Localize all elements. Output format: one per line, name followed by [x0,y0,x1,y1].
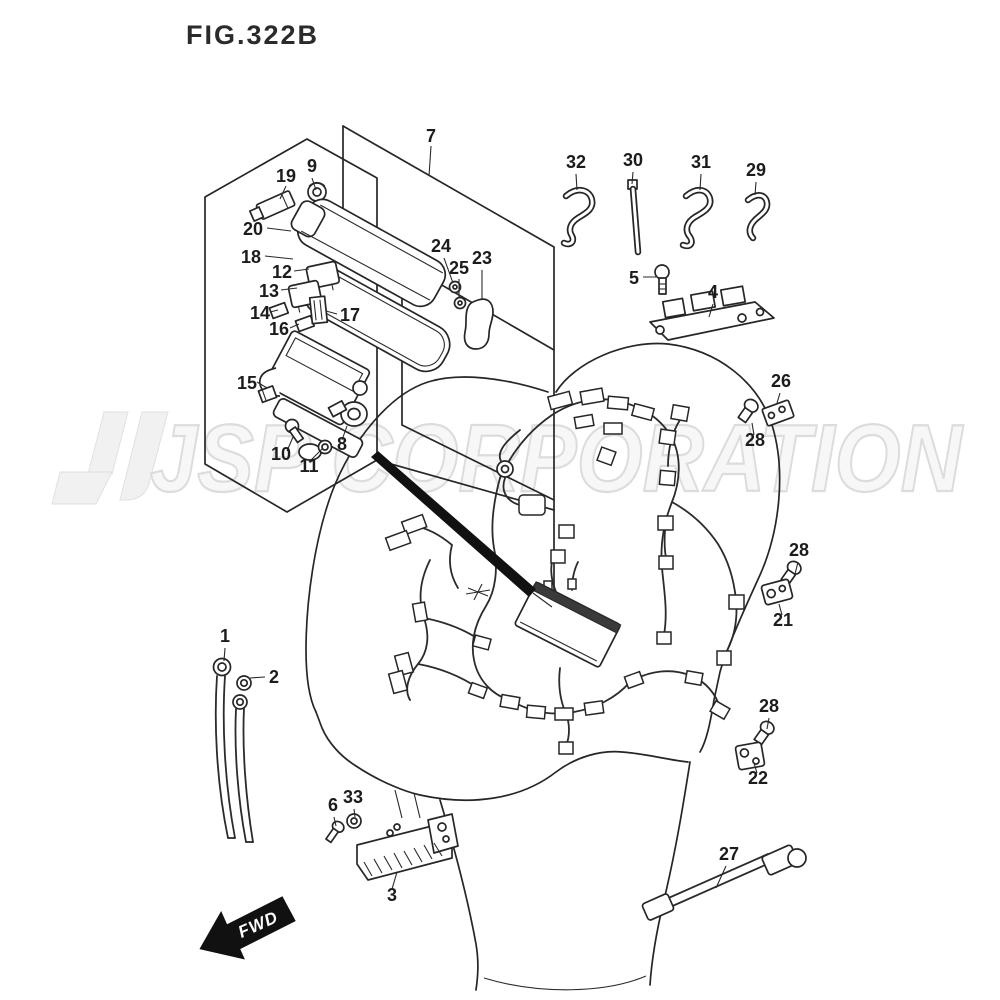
callout-32: 32 [566,152,586,172]
part-9-grommet [307,181,327,202]
callout-14: 14 [250,303,270,323]
callout-26: 26 [771,371,791,391]
callout-2: 2 [269,667,279,687]
part-6-screw [325,820,345,844]
part-23-boot [463,298,494,350]
jsp-logo-icon [51,411,169,505]
callout-31: 31 [691,152,711,172]
part-27-lead-wire [641,844,807,921]
part-1-battery-cable [212,657,236,839]
part-2-battery-cable [232,675,254,843]
part-30-cable-tie [627,179,642,256]
callout-4: 4 [708,282,718,302]
part-28-bolt-a [737,398,759,424]
callout-23: 23 [472,248,492,268]
part-10-bolt [284,418,305,444]
callout-3: 3 [387,885,397,905]
callout-7: 7 [426,126,436,146]
callout-21: 21 [773,610,793,630]
callout-28a: 28 [745,430,765,450]
callout-9: 9 [307,156,317,176]
callout-8: 8 [337,434,347,454]
harness-connectors [384,387,745,755]
callout-18: 18 [241,247,261,267]
callout-6: 6 [328,795,338,815]
callout-25: 25 [449,258,469,278]
part-28-bolt-c [753,720,775,746]
part-11-nut [317,439,333,455]
callout-16: 16 [269,319,289,339]
fusebox-body [258,330,371,461]
part-32-clamp [560,186,596,248]
callout-20: 20 [243,219,263,239]
callout-13: 13 [259,281,279,301]
part-8-grommet [327,399,368,427]
part-33-grommet [346,813,362,829]
harness-loop [518,494,546,516]
callout-22: 22 [748,768,768,788]
detail-pointer-arrow [371,451,553,608]
part-4-bracket [649,285,775,341]
callout-1: 1 [220,626,230,646]
callout-labels: 7 19 9 20 18 12 13 14 16 17 15 10 11 8 2… [220,126,809,905]
wiring-harness [384,387,745,755]
cdi-unit [514,581,622,668]
callout-5: 5 [629,268,639,288]
part-14-fuse [268,301,290,320]
part-3-bracket [356,813,459,881]
callout-27: 27 [719,844,739,864]
callout-28b: 28 [789,540,809,560]
part-5-bolt [654,264,670,295]
part-31-clamp [679,186,714,250]
reference-box-7 [342,125,555,606]
attachment-point [465,583,491,601]
callout-11: 11 [299,456,318,476]
callout-leader-lines [223,145,799,890]
callout-28c: 28 [759,696,779,716]
callout-15: 15 [237,373,257,393]
part-19-holder [248,190,296,222]
callout-29: 29 [746,160,766,180]
callout-10: 10 [271,444,291,464]
part-26-bracket [761,399,795,427]
part-24-screw [448,280,462,294]
callout-19: 19 [276,166,296,186]
callout-24: 24 [431,236,451,256]
callout-17: 17 [340,305,360,325]
figure-title: FIG.322B [186,20,319,50]
part-15-clip [257,385,278,404]
part-25-nut [453,296,467,310]
part-20-fusebox-cover [290,198,447,308]
part-22-bracket [734,741,766,771]
part-17-fuse [308,295,329,325]
watermark: JSP CORPORATION [51,404,965,513]
detail-box [204,138,378,513]
part-29-clamp [744,192,771,242]
fwd-arrow: FWD [199,896,296,960]
callout-12: 12 [272,262,292,282]
callout-33: 33 [343,787,363,807]
callout-30: 30 [623,150,643,170]
part-21-bracket [760,578,794,606]
